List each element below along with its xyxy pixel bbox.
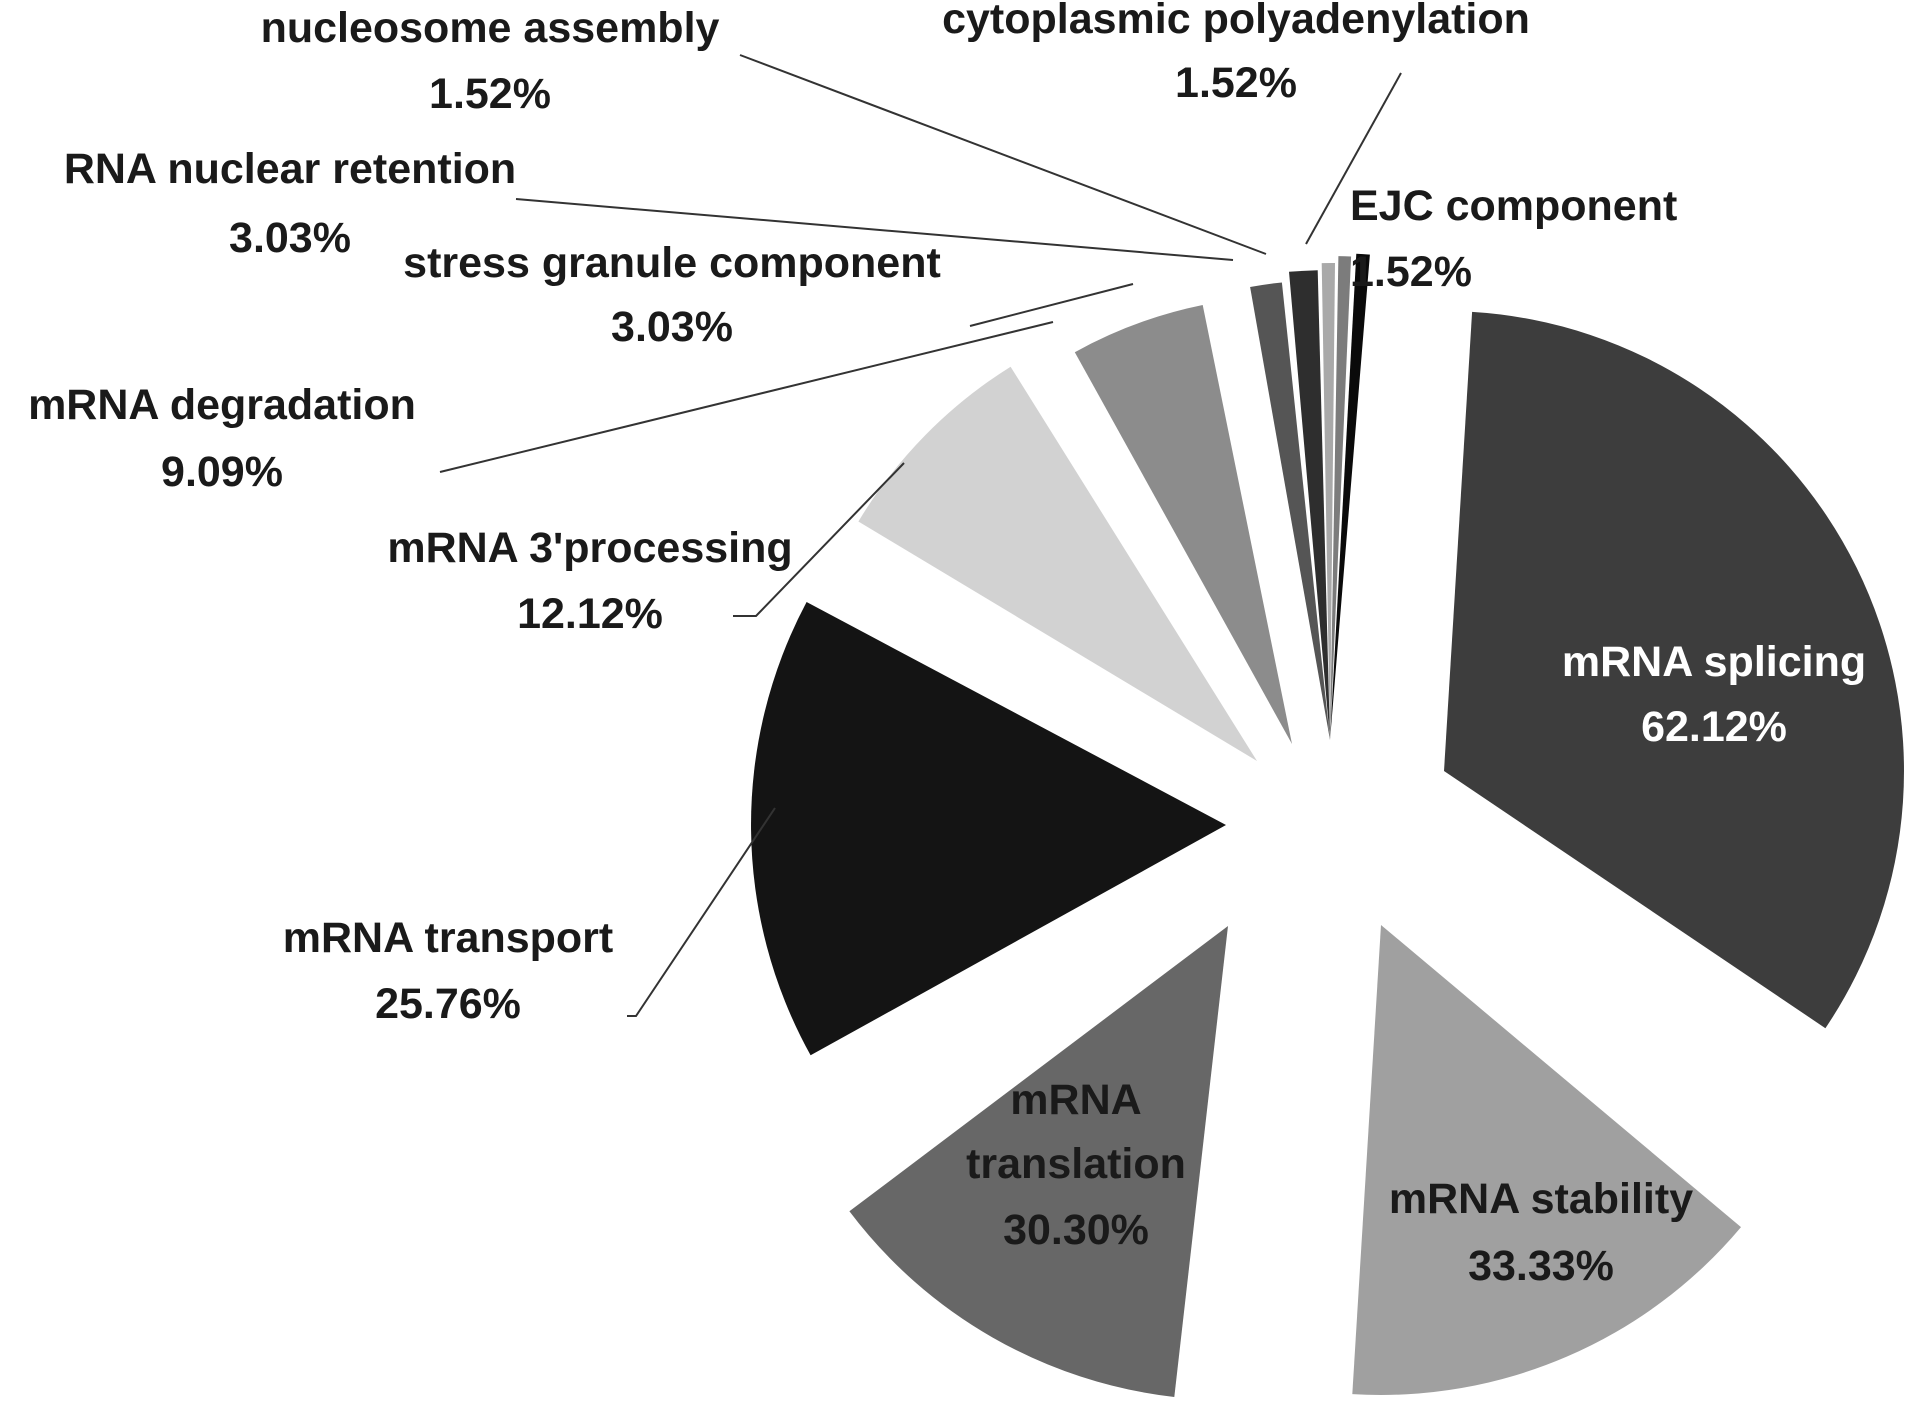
slice-percent: 3.03%: [229, 214, 351, 262]
leader-line-5: [733, 462, 905, 617]
slice-label-7: stress granule component 3.03%: [403, 239, 941, 351]
leader-line-10: [1305, 72, 1402, 245]
leader-line-6: [439, 321, 1054, 473]
slice-label-8: RNA nuclear retention 3.03%: [64, 145, 516, 262]
pie-slice-10: [1330, 256, 1352, 740]
pie-slice-8: [1289, 270, 1330, 740]
pie-slice-1: [1444, 311, 1904, 1029]
slice-name: mRNA stability: [1389, 1175, 1693, 1223]
slice-name: translation: [966, 1140, 1186, 1188]
pie-slice-2: [1352, 925, 1741, 1395]
pie-slice-6: [1074, 305, 1292, 744]
slice-name: cytoplasmic polyadenylation: [942, 0, 1530, 43]
slice-name: mRNA transport: [283, 914, 613, 962]
slice-label-10: cytoplasmic polyadenylation 1.52%: [942, 0, 1530, 107]
leader-line-4: [627, 807, 776, 1017]
slice-name: mRNA: [1010, 1076, 1141, 1124]
slice-percent: 62.12%: [1641, 703, 1787, 751]
pie-slice-9: [1321, 262, 1335, 740]
slice-percent: 12.12%: [517, 590, 663, 638]
slice-percent: 9.09%: [161, 448, 283, 496]
slice-percent: 1.52%: [1175, 59, 1297, 107]
leader-line-9: [739, 54, 1267, 255]
slice-percent: 30.30%: [1003, 1206, 1149, 1254]
slice-label-3: mRNA translation 30.30%: [966, 1076, 1186, 1254]
slice-label-9: nucleosome assembly 1.52%: [261, 4, 720, 118]
slice-name: mRNA degradation: [28, 381, 416, 429]
pie-slice-7: [1250, 282, 1330, 740]
slice-name: stress granule component: [403, 239, 941, 287]
slice-label-2: mRNA stability 33.33%: [1389, 1175, 1693, 1290]
slice-label-1: mRNA splicing 62.12%: [1562, 638, 1866, 751]
slice-name: mRNA splicing: [1562, 638, 1866, 686]
pie-slice-4: [751, 602, 1226, 1056]
leader-line-7: [969, 283, 1134, 327]
slice-name: nucleosome assembly: [261, 4, 720, 52]
slice-percent: 3.03%: [611, 303, 733, 351]
slice-percent: 1.52%: [1350, 248, 1472, 296]
slice-label-6: mRNA degradation 9.09%: [28, 381, 416, 496]
slice-percent: 1.52%: [429, 70, 551, 118]
slice-name: EJC component: [1350, 182, 1677, 230]
slice-percent: 33.33%: [1468, 1242, 1614, 1290]
slice-label-11: EJC component 1.52%: [1350, 182, 1677, 296]
slice-name: mRNA 3'processing: [387, 524, 792, 572]
pie-slice-11: [1330, 253, 1370, 740]
leader-line-8: [515, 198, 1234, 261]
slice-name: RNA nuclear retention: [64, 145, 516, 193]
slice-percent: 25.76%: [375, 980, 521, 1028]
slice-label-4: mRNA transport 25.76%: [283, 914, 613, 1028]
pie-slice-5: [858, 366, 1257, 761]
slice-label-5: mRNA 3'processing 12.12%: [387, 524, 792, 638]
pie-slice-3: [849, 926, 1228, 1397]
